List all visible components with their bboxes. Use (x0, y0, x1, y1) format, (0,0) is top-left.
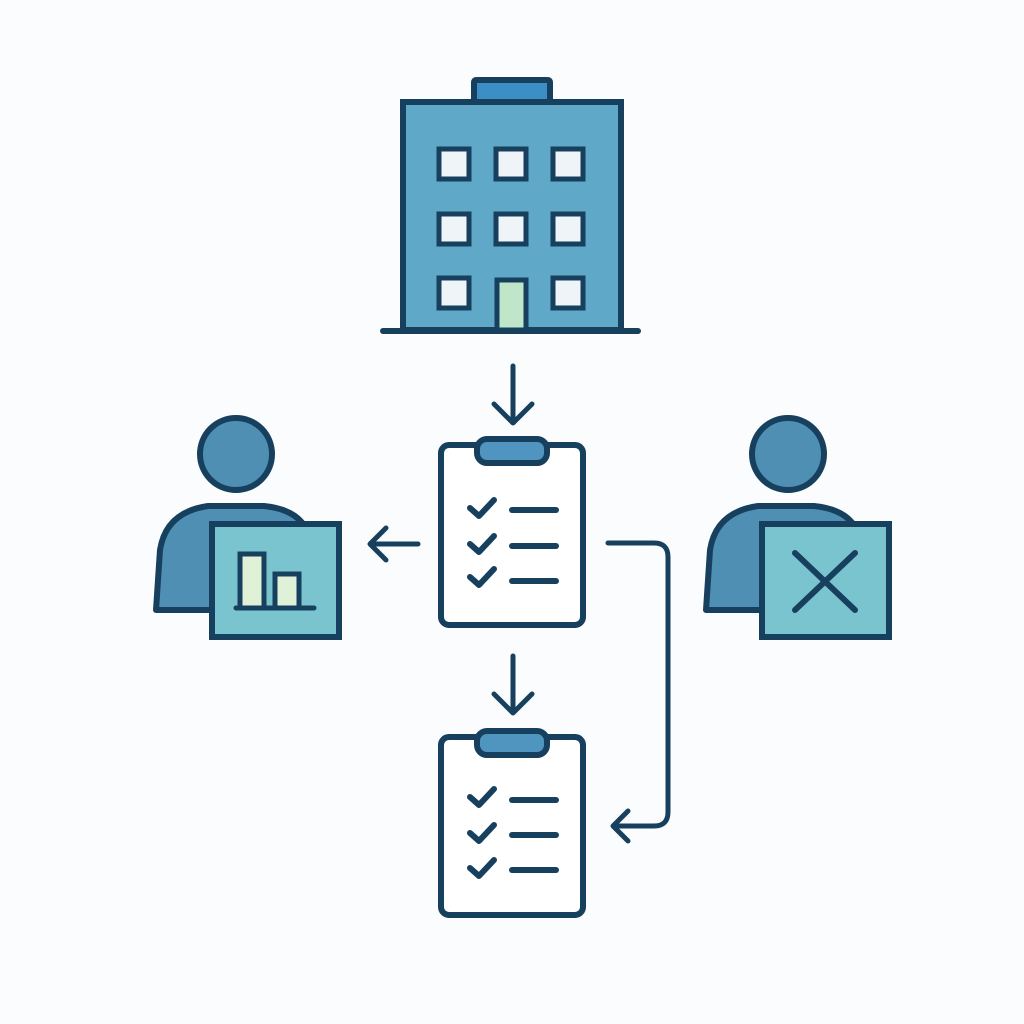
building-windows (436, 146, 586, 311)
checklist-items (467, 786, 559, 879)
building-window (436, 275, 472, 311)
clipboard-clip (474, 436, 550, 466)
person-with-x-mark-icon (703, 415, 892, 640)
building-window (436, 146, 472, 182)
clipboard-board (438, 442, 586, 628)
building-window (493, 211, 529, 247)
office-building-icon (380, 77, 641, 334)
chart-bar (272, 571, 302, 611)
x-card (759, 521, 892, 640)
building-window (550, 146, 586, 182)
person-head (749, 415, 827, 493)
check-mark-icon (467, 822, 497, 844)
x-mark-icon (792, 550, 858, 613)
building-door (494, 277, 529, 333)
building-window (436, 211, 472, 247)
person-head (197, 415, 275, 493)
arrow-building-to-checklist (491, 363, 535, 426)
arrow-checklist-down (491, 653, 535, 716)
person-with-bar-chart-icon (153, 415, 342, 640)
building-window (493, 146, 529, 182)
check-mark-icon (467, 566, 497, 588)
clipboard-board (438, 734, 586, 918)
clipboard-checklist-icon (438, 436, 586, 628)
arrow-checklist-to-analyst (367, 525, 421, 563)
check-mark-icon (467, 857, 497, 879)
check-mark-icon (467, 533, 497, 555)
check-mark-icon (467, 497, 497, 519)
clipboard-checklist-icon (438, 728, 586, 918)
checklist-items (467, 497, 559, 588)
building-window (550, 275, 586, 311)
arrow-loop-right (605, 540, 671, 844)
clipboard-clip (474, 728, 550, 758)
chart-bar (237, 551, 267, 611)
bar-chart-icon (233, 551, 317, 611)
check-mark-icon (467, 786, 497, 808)
building-window (550, 211, 586, 247)
